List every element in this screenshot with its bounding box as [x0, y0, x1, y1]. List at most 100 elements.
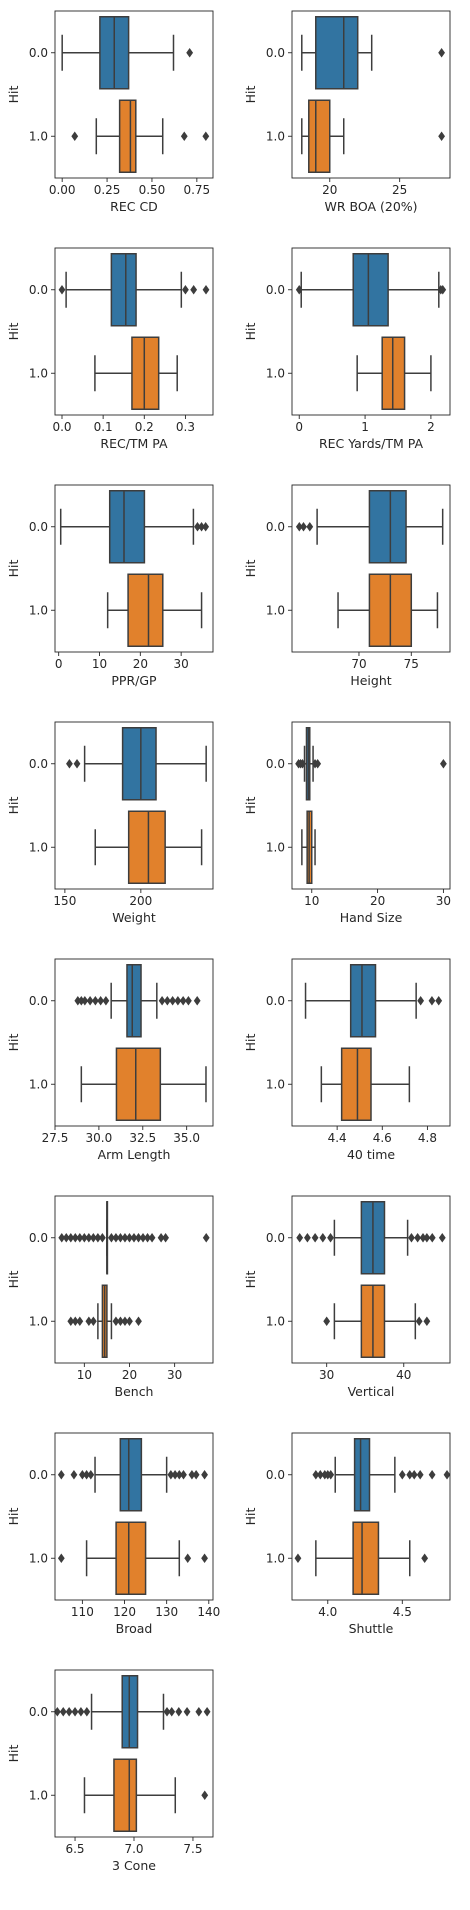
- outlier-point: [190, 285, 198, 295]
- box-series-0.0: [57, 1438, 208, 1512]
- x-tick-label: 130: [155, 1605, 178, 1619]
- outlier-point: [423, 1233, 431, 1243]
- x-tick-label: 7.0: [124, 1842, 143, 1856]
- outlier-point: [144, 1233, 151, 1243]
- outlier-point: [67, 1316, 75, 1326]
- outlier-point: [319, 1233, 327, 1243]
- y-axis-label: Hit: [6, 560, 21, 578]
- outlier-point: [66, 759, 73, 769]
- axes-frame: [291, 484, 451, 653]
- y-axis-label: Hit: [243, 86, 258, 104]
- axes-frame: [54, 1195, 214, 1364]
- outlier-point: [157, 1233, 165, 1243]
- outlier-point: [202, 1233, 210, 1243]
- outlier-point: [117, 1233, 124, 1243]
- axes-frame: [54, 1432, 214, 1601]
- box-series-0.0: [59, 490, 210, 564]
- outlier-point: [294, 1553, 302, 1563]
- box-series-1.0: [320, 1047, 411, 1121]
- axes-frame: [291, 1432, 451, 1601]
- outlier-point: [71, 1233, 79, 1243]
- iqr-box: [352, 253, 389, 327]
- outlier-point: [76, 1233, 84, 1243]
- outlier-point: [438, 48, 446, 58]
- outlier-point: [85, 1233, 93, 1243]
- x-tick-label: 200: [129, 894, 152, 908]
- outlier-point: [135, 1233, 142, 1243]
- iqr-box: [127, 810, 166, 884]
- iqr-box: [118, 99, 137, 173]
- x-tick-label: 120: [113, 1605, 136, 1619]
- x-tick-label: 20: [133, 657, 148, 671]
- outlier-point: [185, 996, 192, 1006]
- y-axis-label: Hit: [243, 1508, 258, 1526]
- outlier-point: [398, 1470, 406, 1480]
- outlier-point: [439, 285, 447, 295]
- box-series-0.0: [295, 490, 444, 564]
- outlier-point: [428, 996, 436, 1006]
- outlier-point: [57, 1553, 65, 1563]
- y-axis-label: Hit: [243, 323, 258, 341]
- outlier-point: [62, 1233, 70, 1243]
- x-axis-label: Bench: [115, 1384, 154, 1399]
- outlier-point: [87, 1470, 95, 1480]
- y-tick-label: 0.0: [266, 283, 285, 297]
- box-series-1.0: [337, 573, 439, 647]
- outlier-point: [168, 1707, 176, 1717]
- outlier-point: [428, 1233, 436, 1243]
- outlier-point: [414, 1233, 422, 1243]
- y-axis-label: Hit: [6, 323, 21, 341]
- y-tick-label: 0.0: [266, 1468, 285, 1482]
- box-series-1.0: [301, 99, 446, 173]
- iqr-box: [115, 1521, 147, 1595]
- axes-frame: [291, 247, 451, 416]
- x-tick-label: 30: [174, 657, 189, 671]
- y-tick-label: 0.0: [266, 520, 285, 534]
- outlier-point: [65, 1707, 73, 1717]
- box-series-1.0: [83, 1758, 209, 1832]
- iqr-box: [126, 964, 142, 1038]
- x-tick-label: 4.6: [373, 1131, 392, 1145]
- outlier-point: [71, 1316, 79, 1326]
- x-tick-label: 140: [197, 1605, 220, 1619]
- outlier-point: [135, 1316, 142, 1326]
- outlier-point: [108, 1233, 115, 1243]
- axes-frame: [291, 10, 451, 179]
- box-series-0.0: [58, 253, 210, 327]
- y-axis-label: Hit: [243, 1034, 258, 1052]
- box-series-1.0: [94, 336, 178, 410]
- x-tick-label: 0.0: [52, 420, 71, 434]
- x-axis-label: PPR/GP: [111, 673, 157, 688]
- x-axis-label: REC CD: [110, 199, 158, 214]
- box-series-0.0: [58, 1201, 210, 1275]
- box-series-1.0: [356, 336, 432, 410]
- outlier-point: [312, 1470, 320, 1480]
- x-tick-label: 0.3: [176, 420, 195, 434]
- x-axis-label: Height: [350, 673, 391, 688]
- outlier-point: [97, 996, 105, 1006]
- box-series-0.0: [74, 964, 201, 1038]
- x-tick-label: 20: [370, 894, 385, 908]
- outlier-point: [443, 1470, 451, 1480]
- y-axis-label: Hit: [243, 1271, 258, 1289]
- outlier-point: [184, 1553, 192, 1563]
- x-tick-label: 0.25: [94, 183, 121, 197]
- outlier-point: [316, 1470, 324, 1480]
- outlier-point: [423, 1316, 431, 1326]
- y-tick-label: 0.0: [266, 46, 285, 60]
- x-axis-label: 40 time: [347, 1147, 395, 1162]
- outlier-point: [304, 1233, 311, 1243]
- outlier-point: [58, 285, 66, 295]
- iqr-box: [127, 573, 164, 647]
- outlier-point: [201, 1470, 208, 1480]
- y-tick-label: 1.0: [266, 840, 285, 854]
- y-tick-label: 0.0: [29, 1468, 48, 1482]
- outlier-point: [300, 522, 307, 532]
- iqr-box: [121, 727, 157, 801]
- box-series-0.0: [296, 1201, 446, 1275]
